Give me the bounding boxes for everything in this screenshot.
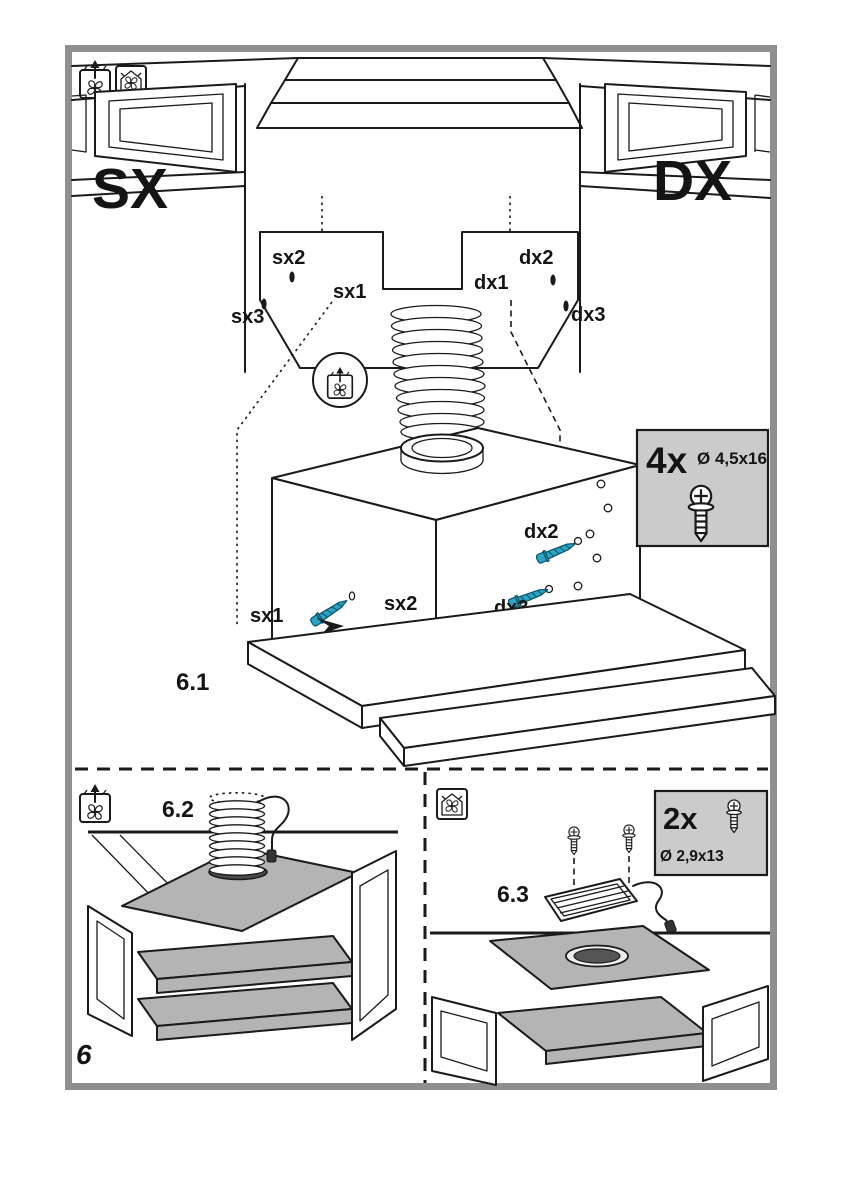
hole-label-dx1-top: dx1 xyxy=(474,272,508,294)
hole-dx2 xyxy=(550,274,556,286)
figure-62: 6.2 xyxy=(76,784,398,1070)
screw-callout-4x: 4x Ø 4,5x16 xyxy=(635,428,770,548)
hole-sx3 xyxy=(261,298,267,310)
figure-63-label: 6.3 xyxy=(497,881,529,907)
fan-badge-icon xyxy=(312,352,368,408)
side-label-sx: SX xyxy=(92,157,168,221)
shelf-63 xyxy=(497,996,708,1065)
figure-63: 2x Ø 2,9x13 6.3 xyxy=(430,789,770,1086)
center-compartment xyxy=(256,57,583,129)
hole-label-sx2-top: sx2 xyxy=(272,247,305,269)
bracket-sx1-icon xyxy=(316,618,344,634)
callout-2x-size: Ø 2,9x13 xyxy=(660,848,724,865)
hole-label-sx1-top: sx1 xyxy=(333,281,366,303)
left-side-panel-62 xyxy=(87,905,133,1037)
shelf-2-62 xyxy=(137,982,353,1041)
leader-sx1 xyxy=(236,301,333,628)
page-number: 6 xyxy=(76,1039,92,1070)
right-rails xyxy=(579,171,771,199)
hole-label-dx3-top: dx3 xyxy=(571,304,605,326)
screw-guides-63 xyxy=(573,856,630,890)
hood-collar xyxy=(400,433,484,475)
hole-sx2 xyxy=(289,271,295,283)
hole-dx3 xyxy=(563,300,569,312)
right-door-panel xyxy=(604,83,771,173)
side-label-dx: DX xyxy=(653,149,732,213)
right-side-panel-62 xyxy=(351,850,397,1041)
right-side-panel-63 xyxy=(702,985,769,1082)
hole-label-dx2-hood: dx2 xyxy=(524,521,558,543)
shelf-1-62 xyxy=(137,935,353,994)
vertical-duct-62 xyxy=(208,791,266,876)
hole-label-sx3-top: sx3 xyxy=(231,306,264,328)
vent-hole-63 xyxy=(565,944,629,968)
callout-4x-count: 4x xyxy=(646,440,688,481)
callout-2x-count: 2x xyxy=(663,801,698,836)
figure-62-label: 6.2 xyxy=(162,796,194,822)
recirculation-mode-icon-63 xyxy=(437,789,467,819)
flex-duct xyxy=(390,304,486,442)
recirculation-grille-63 xyxy=(544,878,638,922)
hole-label-dx2-top: dx2 xyxy=(519,247,553,269)
ceiling-lines xyxy=(71,57,771,101)
power-cable-62 xyxy=(257,795,290,863)
visor-panel-lower xyxy=(379,667,776,767)
hole-label-sx2-hood: sx2 xyxy=(384,593,417,615)
screw-callout-2x: 2x Ø 2,9x13 xyxy=(653,789,769,877)
callout-4x-size: Ø 4,5x16 xyxy=(697,449,767,468)
figure-61: sx2 sx1 sx3 dx2 dx1 dx3 SX DX xyxy=(71,57,776,767)
figure-61-label: 6.1 xyxy=(176,669,209,696)
leader-dx1 xyxy=(510,300,561,476)
cabinet-scene xyxy=(71,57,771,628)
left-side-panel-63 xyxy=(431,996,497,1086)
left-rails xyxy=(71,171,246,197)
mounting-panel xyxy=(259,231,579,369)
hole-label-sx1-hood: sx1 xyxy=(250,605,283,627)
